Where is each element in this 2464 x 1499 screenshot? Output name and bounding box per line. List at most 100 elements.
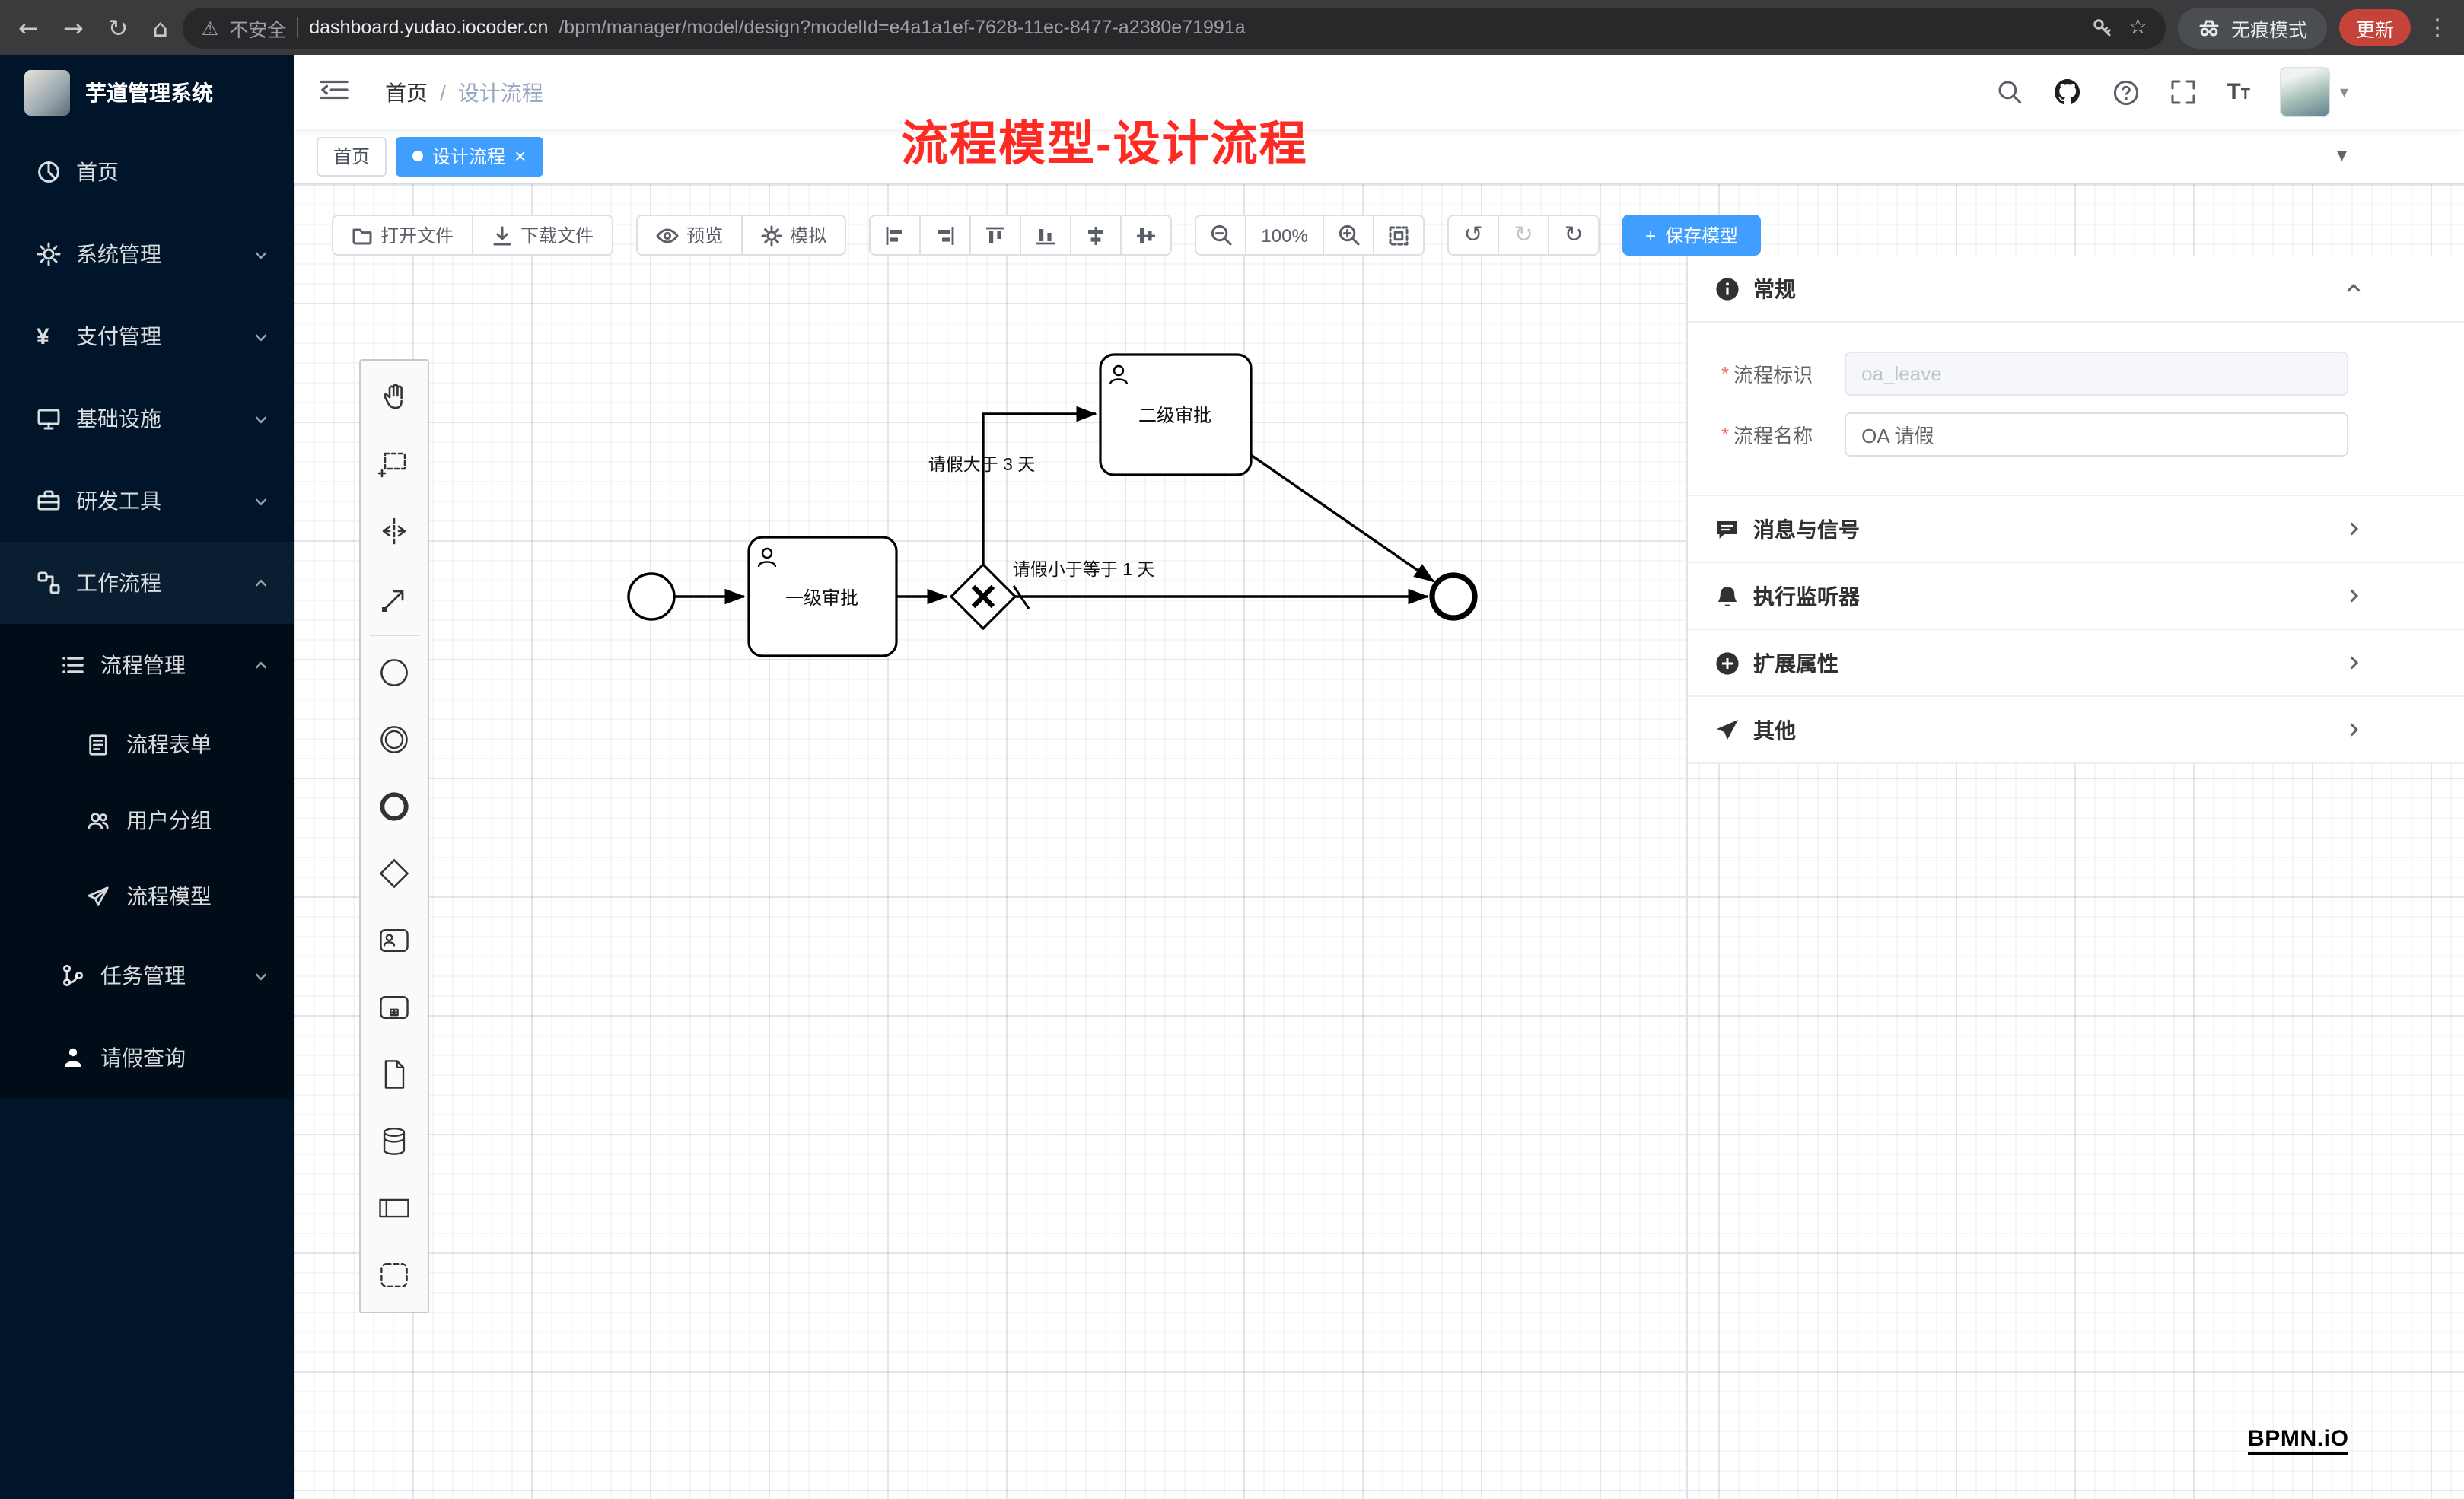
intermediate-event-icon[interactable] [361,706,428,773]
global-connect-tool-icon[interactable] [361,565,428,632]
fullscreen-icon[interactable] [2170,79,2196,105]
incognito-badge: 无痕模式 [2177,7,2327,48]
preview-button[interactable]: 预览 [636,215,743,256]
update-button[interactable]: 更新 [2338,9,2411,46]
participant-pool-icon[interactable] [361,1175,428,1242]
datastore-icon[interactable] [361,1108,428,1175]
chevron-down-icon: ▾ [2339,82,2348,102]
align-left-button[interactable] [869,215,922,256]
task-level1-approve[interactable]: 一级审批 [747,536,898,657]
process-id-input[interactable] [1845,352,2349,396]
flow-label-gt[interactable]: 请假大于 3 天 [928,454,1036,474]
sidebar-item-workflow[interactable]: 工作流程 [0,542,294,624]
required-marker: * [1721,423,1730,446]
close-icon[interactable]: × [514,145,527,167]
sidebar-item-user-group[interactable]: 用户分组 [0,782,294,858]
sidebar-item-process-model[interactable]: 流程模型 [0,858,294,934]
process-name-input[interactable] [1845,412,2349,457]
flow-label-lte[interactable]: 请假小于等于 1 天 [1013,559,1155,579]
flow-task2-to-end[interactable] [1250,454,1435,583]
sidebar-item-devtools[interactable]: 研发工具 [0,460,294,542]
sidebar-item-infra[interactable]: 基础设施 [0,377,294,460]
gear-icon [37,242,61,266]
download-file-button[interactable]: 下载文件 [472,215,614,256]
browser-menu-icon[interactable]: ⋮ [2426,14,2449,41]
align-top-button[interactable] [969,215,1022,256]
document-icon[interactable] [361,1041,428,1108]
simulate-gear-icon [761,224,782,246]
collapse-sidebar-icon[interactable] [294,78,361,107]
align-right-button[interactable] [919,215,972,256]
task-level2-approve[interactable]: 二级审批 [1099,353,1253,476]
sidebar-item-process-mgmt[interactable]: 流程管理 [0,624,294,706]
url-path: /bpm/manager/model/design?modelId=e4a1a1… [559,17,1246,38]
hand-tool-icon[interactable] [361,364,428,431]
security-label[interactable]: 不安全 [229,19,287,40]
zoom-fit-button[interactable] [1373,215,1425,256]
lasso-tool-icon[interactable] [361,431,428,498]
section-other[interactable]: 其他 [1688,697,2464,764]
flow-gateway-to-task2[interactable] [982,406,1097,565]
end-event-icon[interactable] [361,773,428,840]
space-tool-icon[interactable] [361,498,428,565]
sidebar-item-home[interactable]: 首页 [0,131,294,213]
user-task-icon[interactable] [361,907,428,974]
reload-icon[interactable]: ↻ [107,13,129,42]
plus-circle-icon [1716,651,1739,674]
zoom-out-button[interactable] [1195,215,1247,256]
align-bottom-button[interactable] [1020,215,1072,256]
section-execution-listener[interactable]: 执行监听器 [1688,563,2464,630]
gateway-icon[interactable] [361,840,428,907]
start-event-icon[interactable] [361,639,428,706]
toolbox-icon [37,489,61,513]
save-model-button[interactable]: + 保存模型 [1622,215,1762,256]
plus-icon: + [1645,224,1657,246]
sidebar-item-system[interactable]: 系统管理 [0,213,294,295]
tab-actions-caret-icon[interactable]: ▾ [2336,145,2347,167]
search-icon[interactable] [1997,79,2023,105]
forward-icon[interactable]: → [62,13,84,42]
sidebar-item-task-mgmt[interactable]: 任务管理 [0,934,294,1017]
bookmark-star-icon[interactable]: ☆ [2128,15,2147,40]
align-center-vertical-button[interactable] [1120,215,1173,256]
sidebar-item-leave-query[interactable]: 请假查询 [0,1017,294,1099]
simulate-button[interactable]: 模拟 [741,215,847,256]
breadcrumb-current: 设计流程 [457,80,543,104]
sidebar-item-payment[interactable]: ¥ 支付管理 [0,295,294,377]
zoom-level: 100% [1245,215,1325,256]
sidebar-item-process-form[interactable]: 流程表单 [0,706,294,782]
key-icon[interactable] [2092,17,2113,38]
section-message-signal[interactable]: 消息与信号 [1688,496,2464,563]
required-marker: * [1721,362,1730,385]
subprocess-icon[interactable] [361,974,428,1041]
section-general[interactable]: 常规 [1688,256,2464,323]
back-icon[interactable]: ← [18,13,39,42]
align-center-horizontal-button[interactable] [1070,215,1122,256]
undo-button[interactable]: ↺ [1447,215,1500,256]
start-event[interactable] [627,572,676,621]
zoom-in-button[interactable] [1323,215,1375,256]
user-menu[interactable]: ▾ [2280,67,2348,117]
open-file-button[interactable]: 打开文件 [332,215,474,256]
tab-design-process[interactable]: 设计流程 × [396,136,543,176]
avatar[interactable] [2280,67,2331,117]
breadcrumb-home[interactable]: 首页 [385,80,428,104]
section-extended-attributes[interactable]: 扩展属性 [1688,630,2464,697]
address-bar[interactable]: ⚠ 不安全 dashboard.yudao.iocoder.cn /bpm/ma… [183,7,2166,48]
tab-home[interactable]: 首页 [317,136,387,176]
message-icon [1717,520,1737,538]
end-event[interactable] [1429,572,1478,621]
group-icon[interactable] [361,1242,428,1309]
bpmn-canvas[interactable]: 一级审批 二级审批 请 [294,184,2464,1499]
app-logo[interactable]: 芋道管理系统 [0,55,294,131]
bpmn-io-logo[interactable]: BPMN.iO [2248,1426,2349,1455]
help-icon[interactable] [2112,78,2140,106]
github-icon[interactable] [2053,78,2082,107]
exclusive-gateway[interactable] [949,562,1017,631]
home-icon[interactable]: ⌂ [152,13,168,42]
redo-button[interactable]: ↻ [1498,215,1550,256]
restart-button[interactable]: ↻ [1548,215,1600,256]
